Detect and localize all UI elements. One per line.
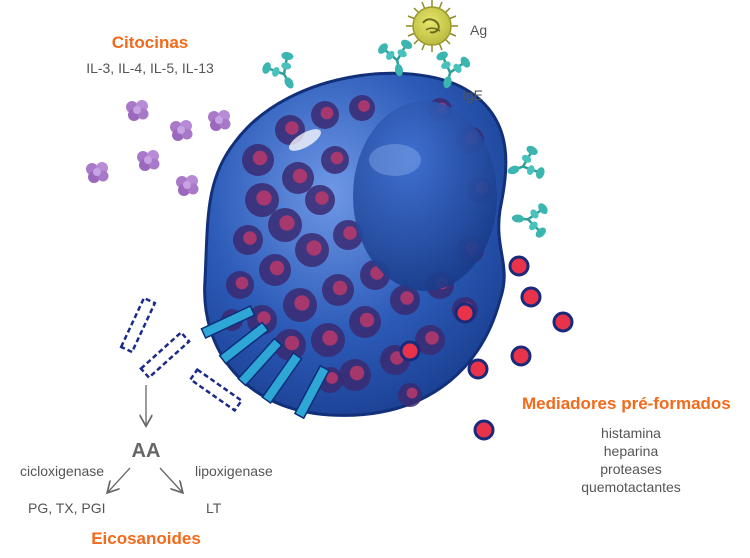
cell-nucleus [353, 101, 497, 291]
mediator-granule [473, 419, 495, 441]
cell-highlight [289, 129, 321, 151]
granule-core [306, 240, 322, 256]
granule-core [292, 168, 308, 184]
granule-core [256, 190, 272, 206]
mediator-granule [467, 358, 489, 380]
mediator-granule [520, 286, 542, 308]
arrow-cox [108, 467, 131, 492]
lox-products-label: LT [206, 500, 222, 516]
granule-core [235, 276, 249, 290]
granule-core [343, 226, 357, 240]
granule-core [425, 331, 439, 345]
mediator-granule [399, 340, 421, 362]
mediator-granule [454, 302, 476, 324]
arachidonic-acid-label: AA [131, 440, 161, 462]
granule-core [320, 106, 334, 120]
mediators-list: histamina heparina proteases quemotactan… [581, 424, 681, 496]
mediator-item: quemotactantes [581, 479, 681, 495]
cytokines [86, 100, 231, 196]
receptors [200, 305, 331, 420]
receptor-bar [200, 305, 256, 339]
granule-core [400, 291, 414, 305]
preformed-mediator-granules [399, 255, 574, 441]
granule-core [332, 280, 348, 296]
eicosanoids-title: Eicosanoides [91, 529, 201, 548]
granule-core [294, 295, 310, 311]
granule-core [252, 150, 268, 166]
released-lipid-fragments [119, 296, 244, 413]
nucleus-highlight [369, 144, 421, 176]
cytokines-title: Citocinas [111, 33, 189, 52]
granule-core [406, 387, 418, 399]
granule-core [330, 151, 344, 165]
granule-core [349, 365, 365, 381]
mediator-granule [510, 345, 532, 367]
cytokine-molecule [137, 150, 160, 171]
granule-core [279, 215, 295, 231]
cytokine-molecule [208, 110, 231, 131]
cytokine-molecule [170, 120, 193, 141]
granule-core [285, 121, 299, 135]
antigen-icon [406, 0, 458, 52]
arrow-lox [159, 467, 182, 492]
dashed-fragment [188, 367, 244, 413]
granule-core [322, 330, 338, 346]
mast-cell [203, 71, 508, 417]
mediator-item: histamina [601, 425, 661, 441]
lipoxygenase-label: lipoxigenase [195, 463, 273, 479]
granule-core [315, 191, 329, 205]
cytokine-molecule [176, 175, 199, 196]
receptor-bar [218, 321, 270, 365]
ige-label: IgE [462, 87, 484, 103]
cytokines-list: IL-3, IL-4, IL-5, IL-13 [86, 60, 214, 76]
mediator-granule [552, 311, 574, 333]
granule-core [359, 312, 375, 328]
cytokine-molecule [126, 100, 149, 121]
granule-core [358, 100, 370, 112]
dashed-fragment [119, 296, 157, 354]
receptor-bar [237, 337, 283, 387]
mediator-item: proteases [600, 461, 662, 477]
granule-core [326, 372, 338, 384]
mediator-item: heparina [603, 443, 659, 459]
cox-products-label: PG, TX, PGI [28, 500, 106, 516]
cytokine-molecule [86, 162, 109, 183]
antibody-icon [509, 197, 552, 242]
dashed-fragment [139, 330, 191, 380]
antibody-icon [500, 140, 551, 192]
mediators-title: Mediadores pré-formados [522, 394, 731, 413]
granule-core [257, 311, 271, 325]
receptor-bar [261, 351, 303, 405]
mediator-granule [508, 255, 530, 277]
granule-core [269, 260, 285, 276]
granule-core [284, 335, 300, 351]
cyclooxygenase-label: cicloxigenase [20, 463, 105, 479]
granule-core [243, 231, 257, 245]
receptor-bar [293, 364, 331, 420]
antibody-icon [255, 45, 310, 99]
antigen-label: Ag [470, 22, 488, 38]
